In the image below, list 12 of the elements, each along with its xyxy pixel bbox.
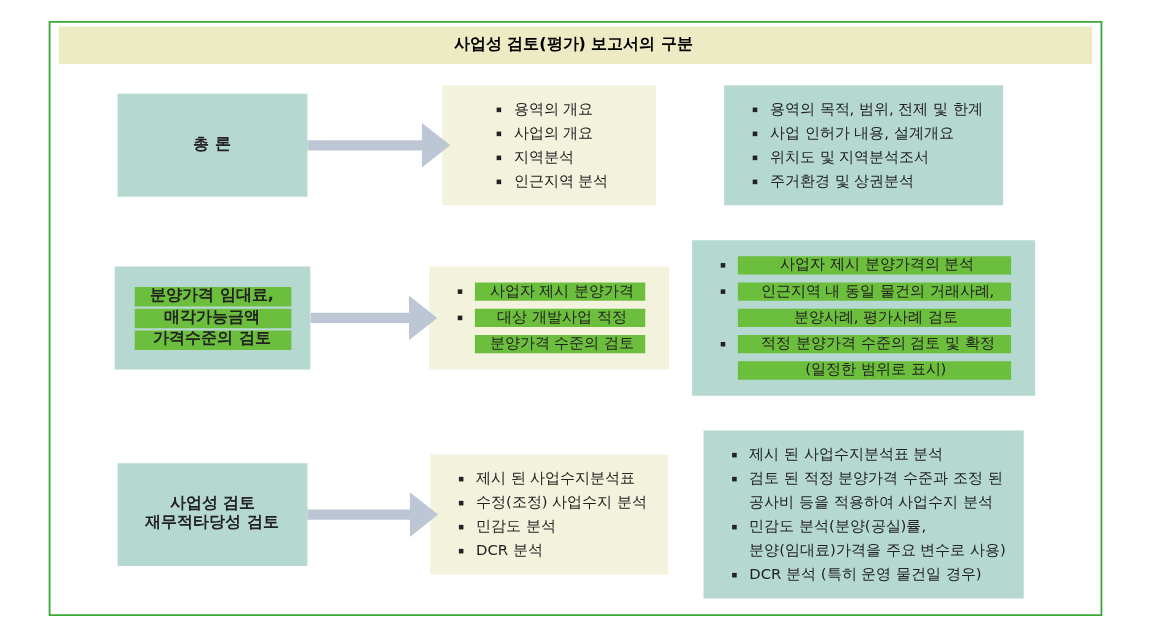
node-box: 사업성 검토 재무적타당성 검토: [117, 463, 307, 567]
node-box: 사업자 제시 분양가격의 분석 인근지역 내 동일 물건의 거래사례, 분양사례, 평가사례 검토 적정 분양가격 수준의 검토 및 확정 (일정한 범위로 표시): [691, 240, 1035, 396]
node-box: 사업자 제시 분양가격 대상 개발사업 적정 분양가격 수준의 검토: [428, 266, 669, 370]
arrow: [306, 492, 438, 537]
node-box: 제시 된 사업수지분석표 분석 검토 된 적정 분양가격 수준과 조정 된 공사비 등을 적용하여 사업수지 분석 민감도 분석(분양(공실)률, 분양(임대료)가격을 주요 변수로 사용) DCR 분석 (특히 운영 물건일 경우): [703, 430, 1024, 599]
node-box: 분양가격 임대료, 매각가능금액 가격수준의 검토: [114, 266, 310, 370]
node-box: 제시 된 사업수지분석표 수정(조정) 사업수지 분석 민감도 분석 DCR 분석: [429, 454, 668, 575]
arrow: [310, 295, 437, 341]
node-box: 용역의 개요 사업의 개요 지역분석 인근지역 분석: [441, 85, 656, 206]
node-box: 용역의 목적, 범위, 전제 및 한계 사업 인허가 내용, 설계개요 위치도 및 지역분석조서 주거환경 및 상권분석: [723, 85, 1003, 206]
arrow: [306, 122, 450, 168]
node-box: 총 론: [117, 93, 307, 197]
